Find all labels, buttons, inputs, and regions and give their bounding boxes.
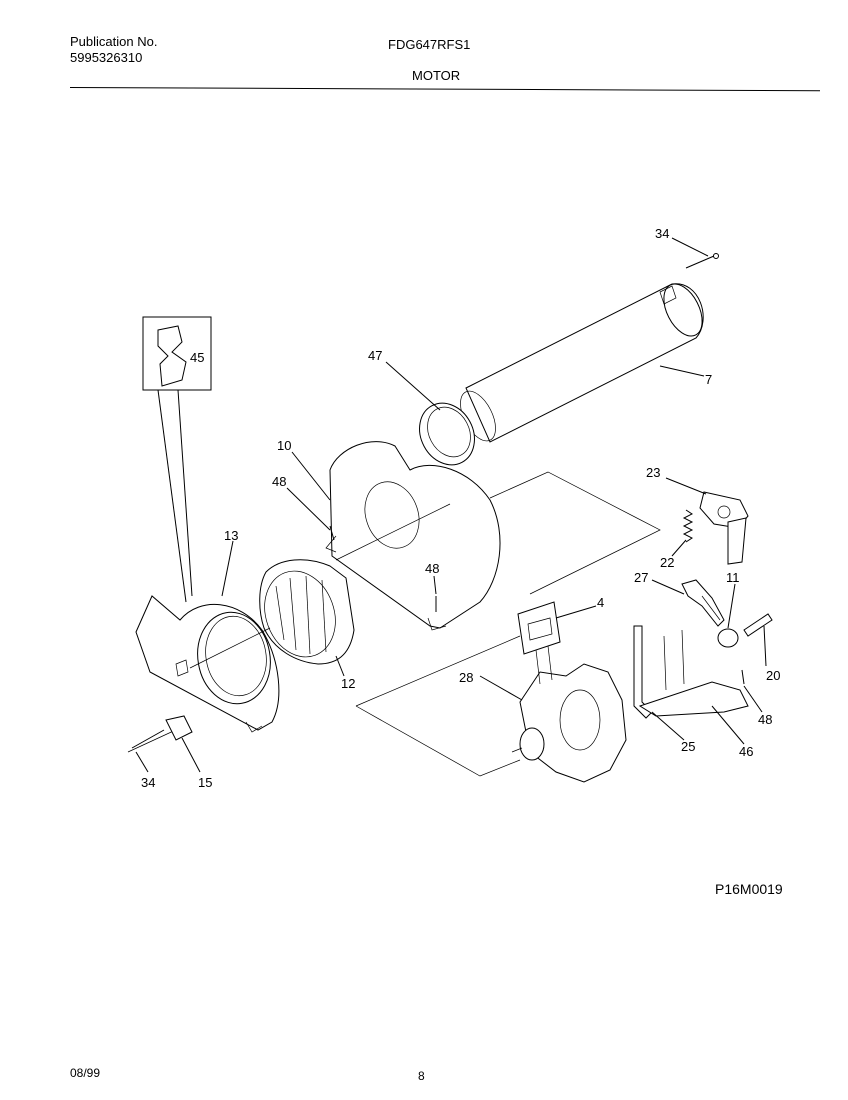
- callout-10: 10: [277, 438, 291, 453]
- callout-28: 28: [459, 670, 473, 685]
- leader-lines: [135, 237, 767, 773]
- part-4-bracket: [517, 601, 561, 685]
- callout-48-right: 48: [758, 712, 772, 727]
- part-7-duct: [460, 283, 704, 443]
- part-28-motor: [511, 663, 627, 783]
- screws: [131, 253, 745, 749]
- callout-12: 12: [341, 676, 355, 691]
- part-22-spring: [682, 509, 694, 543]
- footer-date: 08/99: [70, 1066, 101, 1080]
- motor-mounting-outline: [127, 471, 661, 777]
- callout-11: 11: [726, 570, 740, 585]
- part-11-idler-pulley: [717, 628, 739, 648]
- callout-45: 45: [190, 350, 204, 365]
- part-45-detail-inset: [142, 316, 212, 603]
- part-20-pin: [743, 613, 773, 637]
- part-15-clip: [165, 715, 193, 741]
- part-13-front-plate: [135, 595, 280, 733]
- callout-13: 13: [224, 528, 238, 543]
- section-title: MOTOR: [412, 68, 461, 83]
- part-23-switch: [699, 491, 749, 565]
- publication-number: 5995326310: [70, 50, 143, 65]
- callout-22: 22: [660, 555, 674, 570]
- callout-15: 15: [198, 775, 212, 790]
- callout-48-left: 48: [272, 474, 286, 489]
- callout-7: 7: [705, 372, 712, 387]
- callout-47: 47: [368, 348, 382, 363]
- part-27-idler-arm: [681, 579, 725, 627]
- diagram-reference-code: P16M0019: [715, 881, 783, 897]
- callout-27: 27: [634, 570, 648, 585]
- part-10-blower-housing: [325, 441, 501, 631]
- part-47-ring: [419, 402, 475, 466]
- callout-34-top: 34: [655, 226, 669, 241]
- part-12-blower-wheel: [259, 559, 355, 665]
- callout-labels: 34 7 47 45 10 48 23 22 13 48 27 11 4 20 …: [141, 226, 780, 790]
- callout-34-bottom: 34: [141, 775, 155, 790]
- callout-25: 25: [681, 739, 695, 754]
- publication-label: Publication No.: [70, 34, 158, 49]
- callout-48-mid: 48: [425, 561, 439, 576]
- callout-4: 4: [597, 595, 604, 610]
- callout-23: 23: [646, 465, 660, 480]
- callout-20: 20: [766, 668, 780, 683]
- page-number: 8: [418, 1069, 425, 1083]
- callout-46: 46: [739, 744, 753, 759]
- model-number: FDG647RFS1: [388, 37, 471, 52]
